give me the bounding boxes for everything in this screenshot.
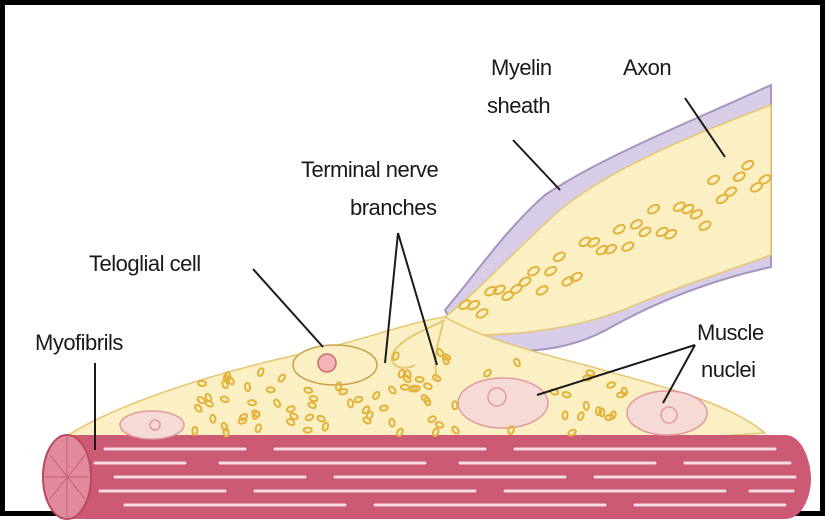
muscle-nucleus <box>458 378 548 428</box>
label-muscle-1: Muscle <box>697 320 764 345</box>
label-muscle-2: nuclei <box>701 357 755 382</box>
axon <box>445 105 771 335</box>
label-terminal-2: branches <box>350 195 437 220</box>
label-axon: Axon <box>623 55 671 80</box>
muscle-fiber <box>43 435 811 519</box>
label-teloglial: Teloglial cell <box>89 251 201 276</box>
muscle-nucleus <box>120 411 184 439</box>
teloglial-nucleus <box>293 345 377 385</box>
label-terminal-1: Terminal nerve <box>301 157 439 182</box>
myelin-leader <box>513 140 560 190</box>
teloglial-leader <box>253 269 323 347</box>
label-myelin-1: Myelin <box>491 55 552 80</box>
neuromuscular-junction-diagram: Myelin sheath Axon Terminal nerve branch… <box>5 5 825 521</box>
label-myelin-2: sheath <box>487 93 550 118</box>
label-myofibrils: Myofibrils <box>35 330 123 355</box>
